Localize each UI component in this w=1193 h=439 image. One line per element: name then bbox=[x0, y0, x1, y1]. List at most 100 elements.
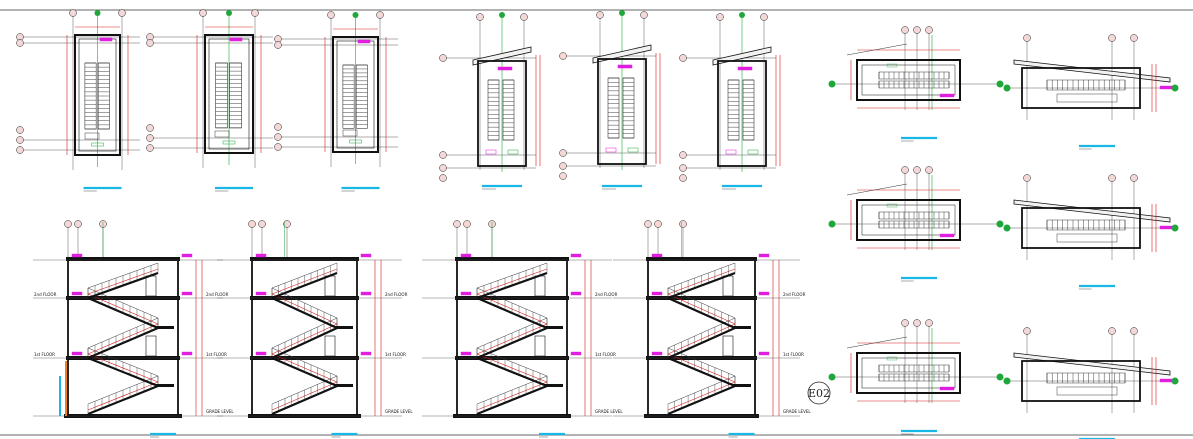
small-plan-wall bbox=[856, 352, 961, 394]
grid-bubble bbox=[679, 151, 687, 159]
floor-level-label: GRADE LEVEL bbox=[783, 409, 811, 414]
level-tag bbox=[181, 291, 193, 296]
grid-bubble bbox=[559, 162, 567, 170]
grid-bubble bbox=[439, 174, 447, 182]
grid-bubble bbox=[760, 13, 768, 21]
grid-bubble bbox=[274, 41, 282, 49]
grid-bubble bbox=[1130, 174, 1138, 182]
grid-bubble bbox=[274, 123, 282, 131]
level-tag bbox=[255, 351, 267, 356]
door bbox=[722, 275, 734, 297]
stair-roof-plans-row bbox=[439, 10, 781, 190]
grid-marker bbox=[1003, 224, 1011, 232]
grid-bubble bbox=[913, 166, 921, 174]
grid-bubble bbox=[1130, 327, 1138, 335]
stair-wall bbox=[597, 58, 647, 165]
grid-bubble bbox=[439, 54, 447, 62]
small-elevation-wall bbox=[1021, 67, 1141, 109]
stair-wall bbox=[204, 34, 254, 154]
grid-bubble bbox=[146, 39, 154, 47]
level-tag bbox=[357, 39, 371, 44]
grid-bubble bbox=[248, 220, 256, 228]
door-mark bbox=[222, 140, 236, 145]
grid-marker bbox=[828, 220, 836, 228]
grid-bubble bbox=[1108, 34, 1116, 42]
floor-level-label: 1st FLOOR bbox=[206, 352, 227, 357]
door-mark bbox=[886, 203, 898, 208]
door-mark bbox=[747, 149, 759, 155]
grid-bubble bbox=[16, 39, 24, 47]
level-tag bbox=[485, 149, 497, 155]
level-tag bbox=[651, 351, 663, 356]
grid-bubble bbox=[69, 9, 77, 17]
door bbox=[145, 275, 157, 297]
stair-flight bbox=[1056, 233, 1118, 243]
roof-slab bbox=[1013, 352, 1171, 376]
roof-slab bbox=[455, 257, 569, 261]
small-plan-wall bbox=[856, 199, 961, 241]
grid-bubble bbox=[376, 11, 384, 19]
floor-level-label: 2nd FLOOR bbox=[385, 292, 408, 297]
grid-marker bbox=[619, 10, 625, 16]
grid-bubble bbox=[251, 9, 259, 17]
grid-marker bbox=[828, 373, 836, 381]
grid-bubble bbox=[925, 26, 933, 34]
grid-marker bbox=[1003, 377, 1011, 385]
grid-bubble bbox=[679, 54, 687, 62]
level-tag bbox=[255, 291, 267, 296]
floor-level-label: 1st FLOOR bbox=[595, 352, 616, 357]
floor-level-label: GRADE LEVEL bbox=[385, 409, 413, 414]
landing bbox=[733, 384, 751, 387]
door bbox=[145, 335, 157, 357]
inner-wall bbox=[78, 38, 117, 152]
roof-slab bbox=[250, 257, 359, 261]
grid-marker bbox=[996, 80, 1004, 88]
grid-marker bbox=[1003, 84, 1011, 92]
grid-bubble bbox=[654, 220, 662, 228]
level-tag bbox=[460, 253, 472, 258]
landing bbox=[335, 326, 353, 329]
level-tag bbox=[1159, 378, 1173, 383]
inner-wall bbox=[208, 38, 250, 150]
grid-bubble bbox=[679, 174, 687, 182]
inner-wall bbox=[861, 204, 956, 236]
level-tag bbox=[460, 291, 472, 296]
level-tag bbox=[758, 351, 770, 356]
grid-bubble bbox=[679, 164, 687, 172]
grid-bubble bbox=[1023, 174, 1031, 182]
landing-mark bbox=[342, 129, 358, 137]
grid-marker bbox=[352, 12, 359, 18]
grid-bubble bbox=[74, 220, 82, 228]
door-mark bbox=[349, 139, 362, 144]
small-plan-1 bbox=[828, 26, 1004, 142]
grid-bubble bbox=[453, 220, 461, 228]
door-mark bbox=[627, 147, 639, 153]
small-elevation-2 bbox=[1003, 174, 1179, 290]
door-mark bbox=[886, 63, 898, 68]
floor-level-label: 1st FLOOR bbox=[34, 352, 55, 357]
inner-wall bbox=[861, 357, 956, 389]
grid-bubble bbox=[199, 9, 207, 17]
grid-bubble bbox=[1108, 327, 1116, 335]
level-tag bbox=[737, 66, 753, 71]
level-tag bbox=[758, 253, 770, 258]
grid-bubble bbox=[901, 319, 909, 327]
level-tag bbox=[651, 291, 663, 296]
sheet-tag-circle bbox=[807, 381, 831, 405]
level-tag bbox=[605, 147, 617, 153]
floor-level-label: 2nd FLOOR bbox=[783, 292, 806, 297]
grid-bubble bbox=[559, 149, 567, 157]
grid-bubble bbox=[520, 13, 528, 21]
roof-slab bbox=[1013, 199, 1171, 223]
landing bbox=[545, 384, 563, 387]
door bbox=[722, 335, 734, 357]
landing bbox=[545, 326, 563, 329]
level-tag bbox=[570, 351, 582, 356]
stair-plan-2 bbox=[146, 9, 273, 192]
sheet-tag: E02 bbox=[807, 381, 831, 405]
level-tag bbox=[71, 351, 83, 356]
door bbox=[324, 335, 336, 357]
